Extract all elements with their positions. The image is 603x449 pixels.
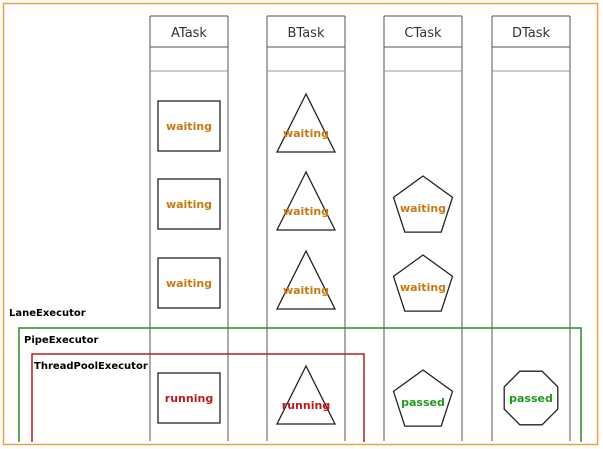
pipe-executor: PipeExecutor (18, 327, 582, 442)
task-btask-triangle: waiting (275, 170, 337, 231)
task-status-label: waiting (400, 202, 446, 215)
task-status-label: waiting (166, 120, 212, 133)
task-ctask-pentagon: waiting (392, 175, 454, 233)
task-status-label: waiting (166, 198, 212, 211)
task-status-label: running (165, 392, 213, 405)
task-triangle-shape (275, 92, 337, 153)
task-ctask-pentagon: passed (392, 369, 454, 427)
task-square-shape (157, 372, 221, 424)
pipe-executor-border (18, 327, 582, 442)
task-status-label: waiting (283, 205, 329, 218)
lane-executor-label: LaneExecutor (9, 308, 86, 319)
pipe-executor-label: PipeExecutor (24, 335, 98, 346)
task-square-shape (157, 100, 221, 152)
task-status-label: waiting (283, 284, 329, 297)
column-title: BTask (288, 26, 325, 41)
task-columns: ATask BTask CTask DTask (149, 15, 571, 441)
column-atask: ATask (149, 15, 229, 441)
column-dtask: DTask (491, 15, 571, 441)
outer-frame (2, 2, 599, 446)
column-title: DTask (512, 26, 551, 41)
task-status-label: waiting (283, 127, 329, 140)
executor-containers: LaneExecutorPipeExecutorThreadPoolExecut… (9, 308, 582, 442)
column-ctask: CTask (383, 15, 463, 441)
task-square-shape (157, 178, 221, 230)
task-octagon-shape (503, 370, 559, 426)
task-status-label: waiting (400, 281, 446, 294)
task-btask-triangle: waiting (275, 249, 337, 310)
task-atask-square: waiting (157, 178, 221, 230)
column-title: CTask (404, 26, 442, 41)
task-atask-square: running (157, 372, 221, 424)
task-dtask-octagon: passed (503, 370, 559, 426)
task-status-label: passed (401, 396, 445, 409)
task-ctask-pentagon: waiting (392, 254, 454, 312)
task-status-label: running (282, 399, 330, 412)
thread-pool-executor: ThreadPoolExecutor (31, 353, 365, 442)
task-btask-triangle: waiting (275, 92, 337, 153)
thread-pool-executor-border (31, 353, 365, 442)
task-pentagon-shape (392, 254, 454, 312)
task-pentagon-shape (392, 175, 454, 233)
task-triangle-shape (275, 249, 337, 310)
task-btask-triangle: running (275, 364, 337, 425)
task-status-label: waiting (166, 277, 212, 290)
task-triangle-shape (275, 170, 337, 231)
lane-executor: LaneExecutor (9, 308, 86, 319)
thread-pool-executor-label: ThreadPoolExecutor (34, 361, 148, 372)
task-pentagon-shape (392, 369, 454, 427)
task-atask-square: waiting (157, 100, 221, 152)
task-square-shape (157, 257, 221, 309)
task-atask-square: waiting (157, 257, 221, 309)
column-title: ATask (171, 26, 207, 41)
task-shapes: waiting waiting waiting running waiting waiti… (157, 92, 559, 427)
task-triangle-shape (275, 364, 337, 425)
column-btask: BTask (266, 15, 346, 441)
task-status-label: passed (509, 392, 553, 405)
